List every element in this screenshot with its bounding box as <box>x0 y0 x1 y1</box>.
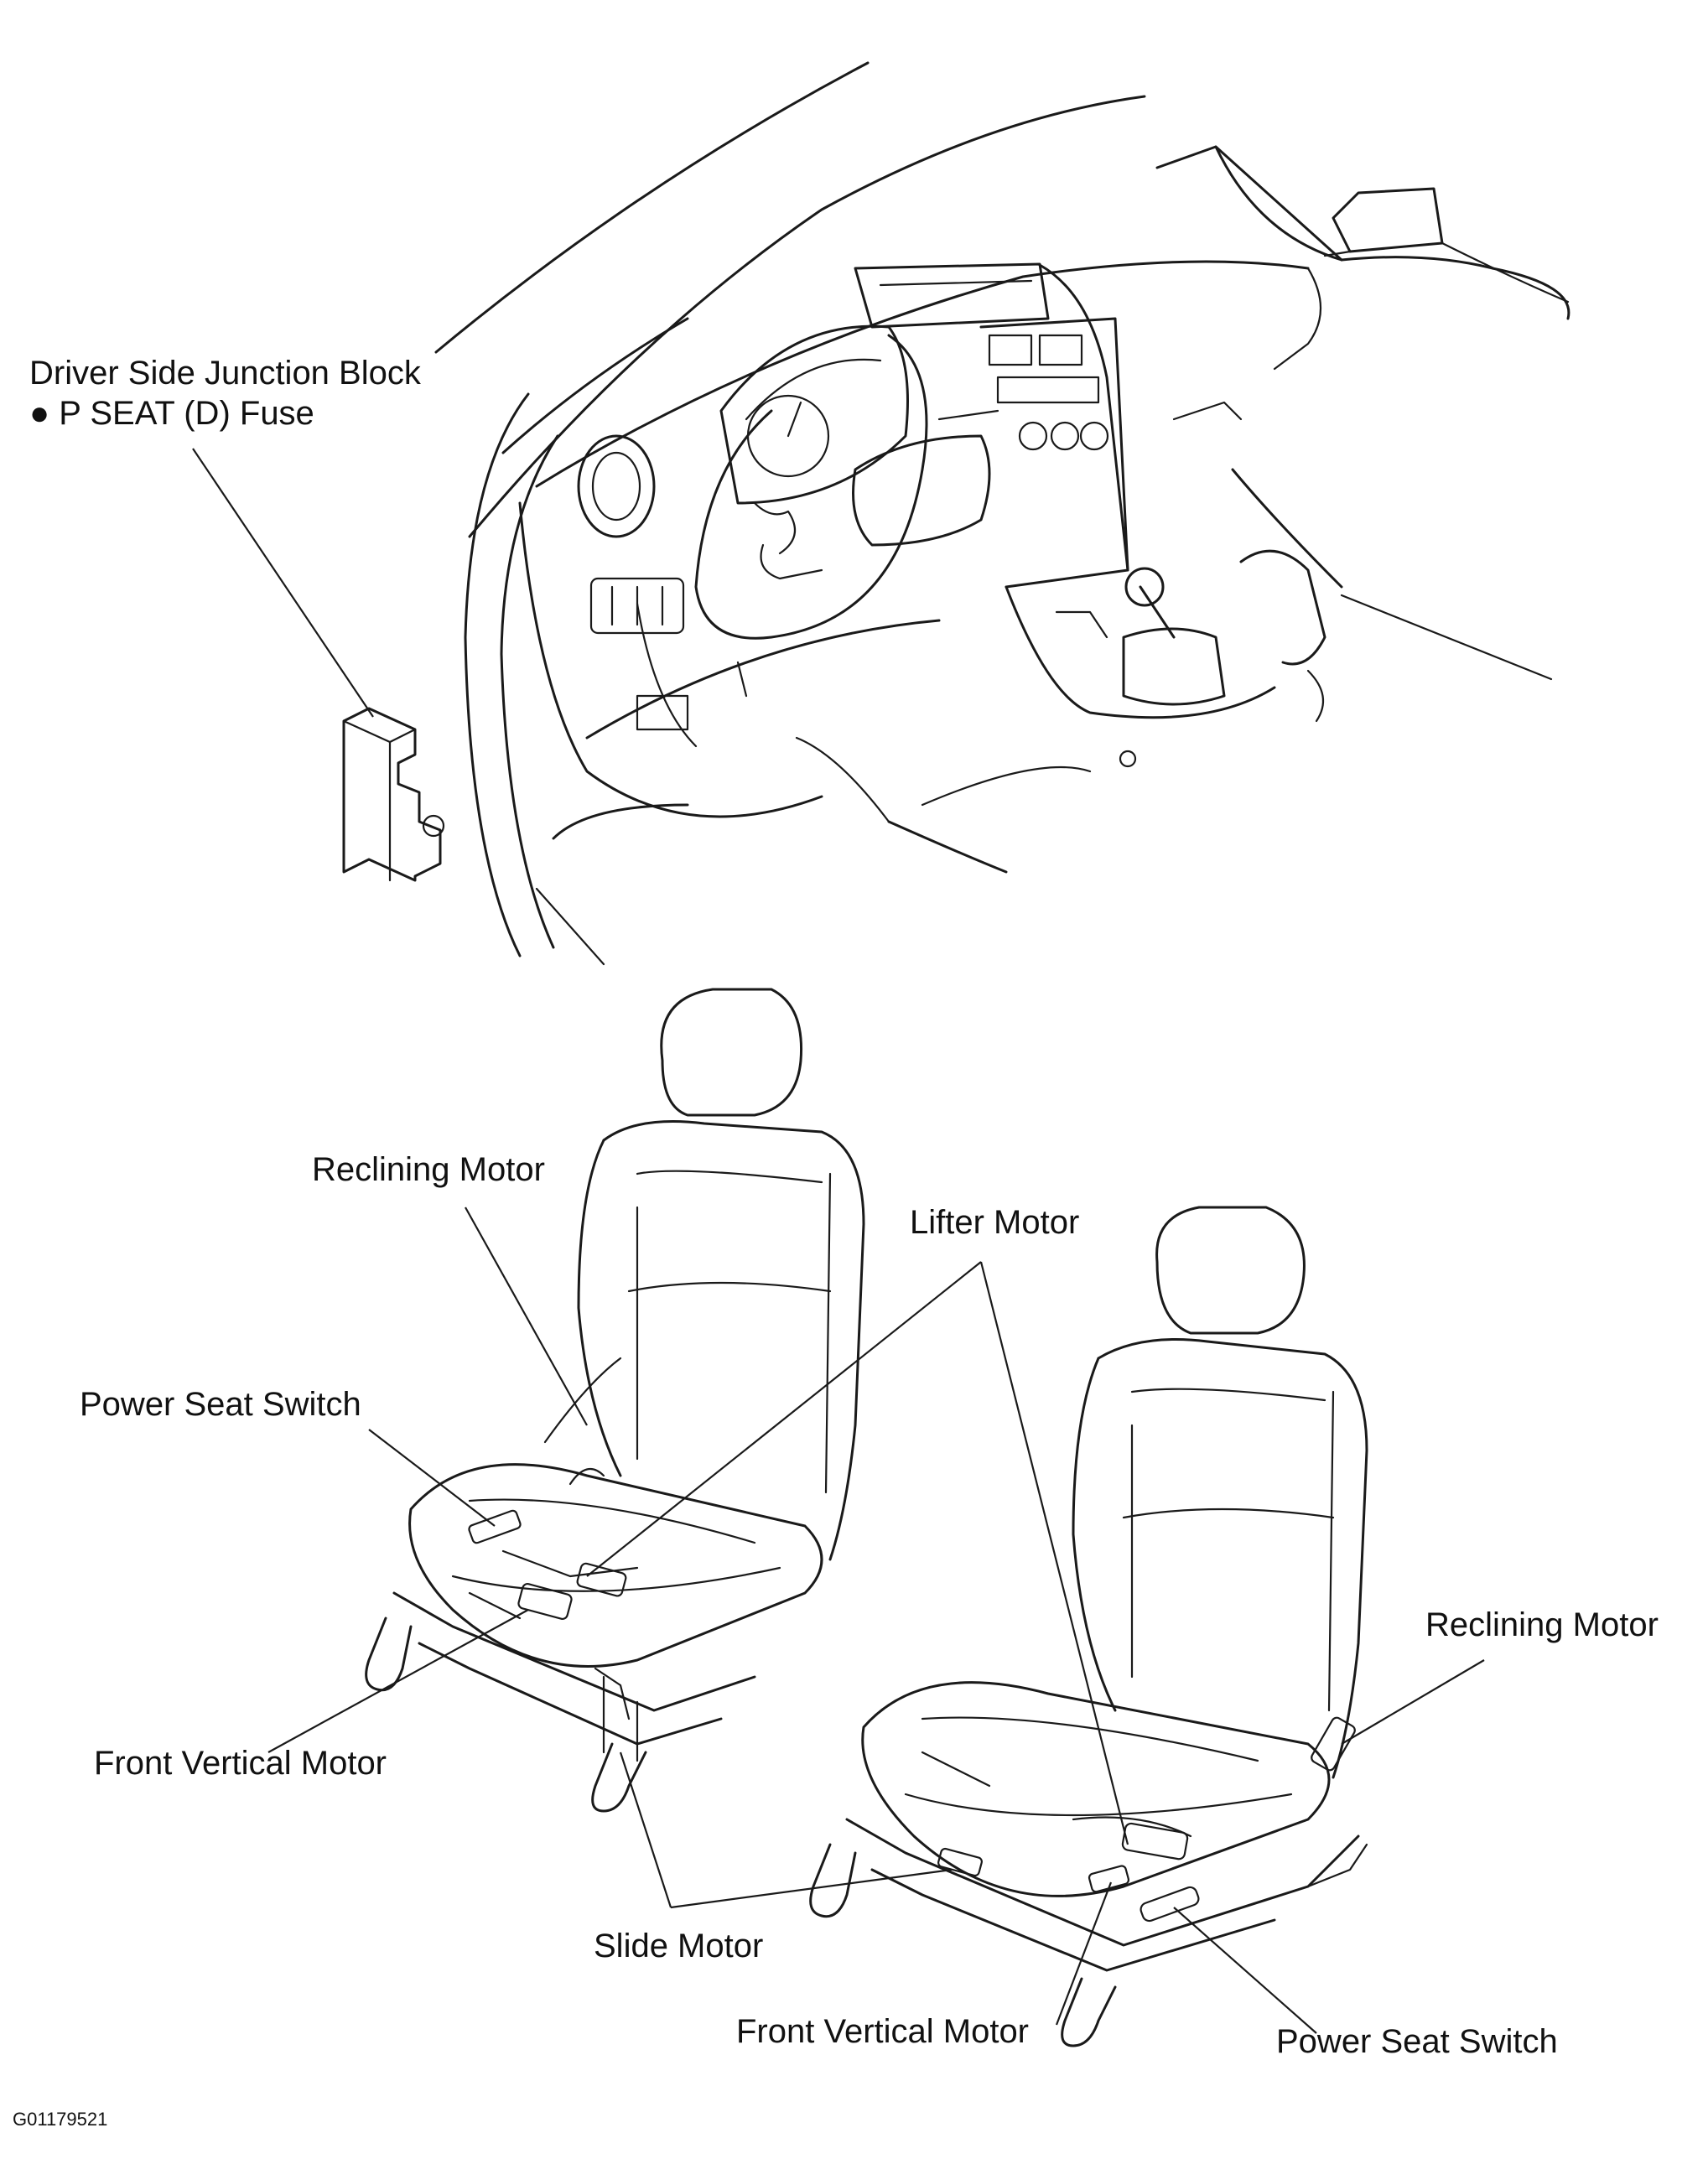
slide-motor-label: Slide Motor <box>594 1928 764 1964</box>
reclining-motor-left-label: Reclining Motor <box>312 1151 545 1188</box>
power-seat-switch-left-label: Power Seat Switch <box>80 1386 361 1423</box>
junction-block-illustration <box>342 707 445 882</box>
junction-block-label: Driver Side Junction Block <box>29 355 421 392</box>
leader-lines <box>192 448 1485 2034</box>
left-seat-illustration <box>365 988 865 1813</box>
lifter-motor-label: Lifter Motor <box>910 1204 1080 1241</box>
dashboard-illustration <box>434 61 1570 966</box>
right-seat-illustration <box>809 1206 1368 2047</box>
front-vertical-motor-left-label: Front Vertical Motor <box>94 1745 387 1782</box>
front-vertical-motor-right-label: Front Vertical Motor <box>736 2013 1030 2050</box>
figure-code: G01179521 <box>13 2109 108 2130</box>
power-seat-switch-right-label: Power Seat Switch <box>1276 2023 1558 2060</box>
reclining-motor-right-label: Reclining Motor <box>1425 1606 1659 1643</box>
fuse-label: ● P SEAT (D) Fuse <box>29 395 314 432</box>
